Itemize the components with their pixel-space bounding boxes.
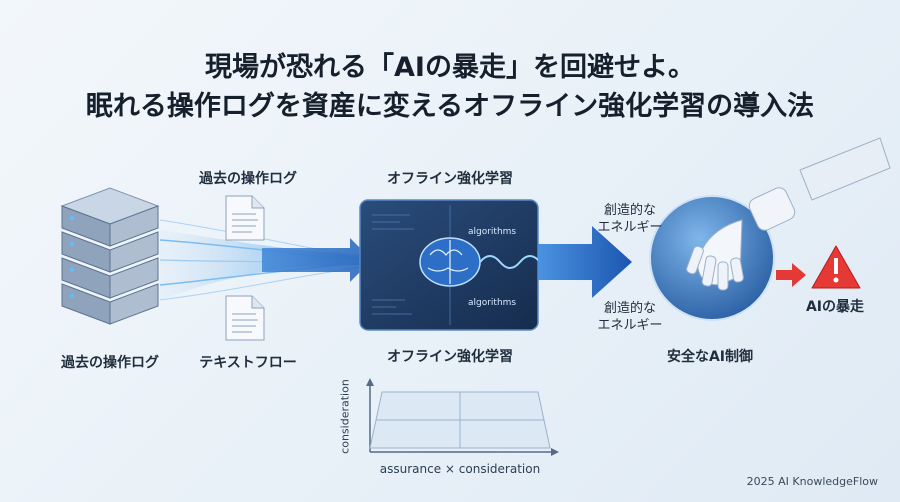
runaway-label: AIの暴走 bbox=[805, 299, 865, 315]
footer-credit: 2025 AI KnowledgeFlow bbox=[746, 475, 878, 488]
energy-label-bottom: 創造的な エネルギー bbox=[590, 300, 670, 334]
panel-label-bottom: algorithms bbox=[468, 298, 517, 308]
safe-ai-label: 安全なAI制御 bbox=[666, 349, 754, 365]
warning-icon bbox=[811, 245, 861, 289]
energy-bottom-line2: エネルギー bbox=[597, 318, 663, 333]
server-label: 過去の操作ログ bbox=[61, 355, 159, 371]
energy-top-line2: エネルギー bbox=[597, 220, 663, 235]
center-bottom-label: オフライン強化学習 bbox=[387, 349, 513, 365]
energy-label-top: 創造的な エネルギー bbox=[590, 202, 670, 236]
document-icon-bottom bbox=[225, 295, 265, 341]
output-arrow bbox=[538, 226, 632, 298]
brain-icon bbox=[419, 237, 481, 287]
page-title-line1: 現場が恐れる「AIの暴走」を回避せよ。 bbox=[205, 52, 695, 83]
server-stack-icon bbox=[60, 187, 160, 325]
energy-bottom-line1: 創造的な bbox=[603, 301, 656, 316]
panel-label-top: algorithms bbox=[468, 227, 517, 237]
matrix-x-label: assurance × consideration bbox=[379, 462, 541, 476]
warning-arrow bbox=[776, 263, 806, 287]
document-icon-top bbox=[225, 195, 265, 241]
doc-bottom-label: テキストフロー bbox=[199, 355, 297, 371]
robot-hand-icon bbox=[649, 137, 891, 321]
assurance-matrix bbox=[366, 378, 559, 456]
doc-top-label: 過去の操作ログ bbox=[199, 171, 297, 187]
input-arrow bbox=[262, 238, 372, 282]
matrix-y-label: consideration bbox=[338, 379, 352, 454]
center-top-label: オフライン強化学習 bbox=[387, 171, 513, 187]
energy-top-line1: 創造的な bbox=[603, 203, 656, 218]
page-title-line2: 眠れる操作ログを資産に変えるオフライン強化学習の導入法 bbox=[85, 91, 815, 122]
